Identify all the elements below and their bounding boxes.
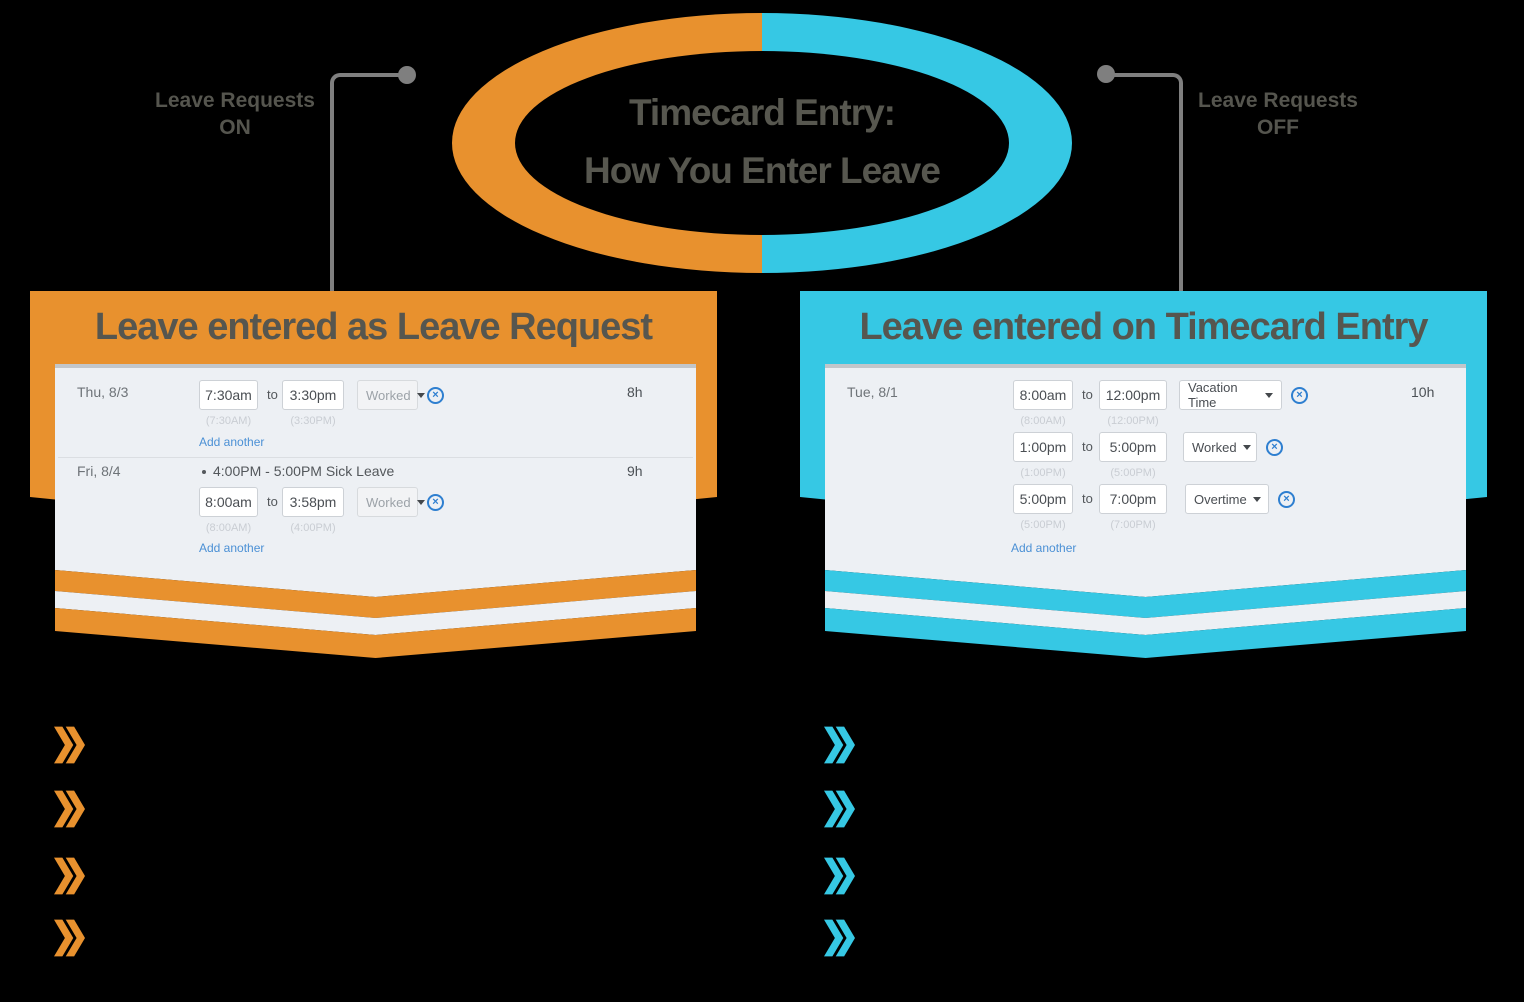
- left-panel-title: Leave entered as Leave Request: [94, 306, 653, 348]
- right-timecard-panel: Tue, 8/1 10h to Vacation Time × (8:00AM)…: [825, 364, 1466, 597]
- remove-entry-icon[interactable]: ×: [1291, 387, 1308, 404]
- pay-type-value: Vacation Time: [1188, 380, 1238, 410]
- pay-type-value: Overtime: [1194, 491, 1247, 507]
- callout-off-line2: OFF: [1257, 116, 1299, 139]
- start-time-hint: (8:00AM): [1020, 415, 1066, 427]
- connector-line-left: [330, 73, 406, 291]
- chevron-bullet-icon: [54, 790, 85, 828]
- add-another-link[interactable]: Add another: [199, 435, 265, 449]
- pay-type-dropdown[interactable]: Worked: [1183, 432, 1257, 462]
- start-time-input[interactable]: [1013, 432, 1073, 462]
- chevron-down-icon: [416, 392, 425, 398]
- start-time-hint: (7:30AM): [205, 415, 252, 427]
- pay-type-value: Worked: [366, 387, 411, 403]
- date-label: Fri, 8/4: [77, 463, 121, 479]
- add-another-link[interactable]: Add another: [199, 541, 265, 555]
- chevron-bullet-icon: [824, 857, 855, 895]
- chevron-bullet-icon: [824, 919, 855, 957]
- end-time-hint: (5:00PM): [1110, 467, 1156, 479]
- callout-leave-requests-off: Leave Requests OFF: [1178, 87, 1378, 141]
- pay-type-value: Worked: [1192, 439, 1237, 455]
- date-label: Tue, 8/1: [847, 384, 898, 400]
- chevron-bullet-icon: [54, 919, 85, 957]
- remove-entry-icon[interactable]: ×: [427, 494, 444, 511]
- end-time-input[interactable]: [282, 487, 344, 517]
- remove-entry-icon[interactable]: ×: [1278, 491, 1295, 508]
- chevron-down-icon: [1242, 444, 1251, 450]
- page-title: Timecard Entry: How You Enter Leave: [452, 84, 1072, 200]
- callout-leave-requests-on: Leave Requests ON: [135, 87, 335, 141]
- connector-dot-right: [1097, 65, 1115, 83]
- end-time-input[interactable]: [282, 380, 344, 410]
- leave-request-note: 4:00PM - 5:00PM Sick Leave: [213, 463, 395, 479]
- pay-type-value: Worked: [366, 494, 411, 510]
- day-hours: 8h: [627, 384, 643, 400]
- callout-off-line1: Leave Requests: [1198, 89, 1358, 112]
- left-timecard-panel: Thu, 8/3 8h to Worked × (7:30AM) (3:30PM…: [55, 364, 696, 597]
- split-ring-ellipse: [452, 13, 1072, 273]
- end-time-input[interactable]: [1099, 432, 1167, 462]
- add-another-link[interactable]: Add another: [1011, 541, 1077, 555]
- end-time-hint: (7:00PM): [1110, 519, 1156, 531]
- chevron-down-icon: [416, 499, 425, 505]
- to-label: to: [267, 494, 278, 509]
- start-time-hint: (5:00PM): [1020, 519, 1066, 531]
- end-time-input[interactable]: [1099, 380, 1167, 410]
- callout-on-line2: ON: [219, 116, 251, 139]
- end-time-hint: (12:00PM): [1107, 415, 1159, 427]
- connector-dot-left: [398, 66, 416, 84]
- chevron-down-icon: [1252, 496, 1261, 502]
- to-label: to: [1082, 387, 1093, 402]
- start-time-input[interactable]: [1013, 380, 1073, 410]
- pay-type-dropdown[interactable]: Worked: [357, 380, 425, 410]
- connector-line-right: [1107, 73, 1183, 291]
- remove-entry-icon[interactable]: ×: [1266, 439, 1283, 456]
- chevron-down-icon: [1265, 392, 1273, 398]
- end-time-hint: (4:00PM): [290, 522, 336, 534]
- pay-type-dropdown[interactable]: Overtime: [1185, 484, 1269, 514]
- to-label: to: [1082, 491, 1093, 506]
- pay-type-dropdown[interactable]: Vacation Time: [1179, 380, 1282, 410]
- chevron-bullet-icon: [824, 726, 855, 764]
- end-time-hint: (3:30PM): [290, 415, 336, 427]
- start-time-input[interactable]: [199, 380, 258, 410]
- to-label: to: [267, 387, 278, 402]
- callout-on-line1: Leave Requests: [155, 89, 315, 112]
- start-time-input[interactable]: [199, 487, 258, 517]
- start-time-input[interactable]: [1013, 484, 1073, 514]
- row-divider: [58, 457, 693, 458]
- date-label: Thu, 8/3: [77, 384, 129, 400]
- chevron-bullet-icon: [824, 790, 855, 828]
- ring-inner-hole: [515, 51, 1009, 235]
- remove-entry-icon[interactable]: ×: [427, 387, 444, 404]
- page-title-line1: Timecard Entry:: [628, 92, 896, 133]
- chevron-bullet-icon: [54, 726, 85, 764]
- start-time-hint: (1:00PM): [1020, 467, 1066, 479]
- right-panel-title: Leave entered on Timecard Entry: [859, 306, 1428, 348]
- day-hours: 10h: [1411, 384, 1435, 400]
- page-title-line2: How You Enter Leave: [584, 150, 941, 191]
- day-hours: 9h: [627, 463, 643, 479]
- pay-type-dropdown[interactable]: Worked: [357, 487, 425, 517]
- chevron-bullet-icon: [54, 857, 85, 895]
- bullet-dot: [202, 470, 206, 474]
- end-time-input[interactable]: [1099, 484, 1167, 514]
- to-label: to: [1082, 439, 1093, 454]
- start-time-hint: (8:00AM): [205, 522, 252, 534]
